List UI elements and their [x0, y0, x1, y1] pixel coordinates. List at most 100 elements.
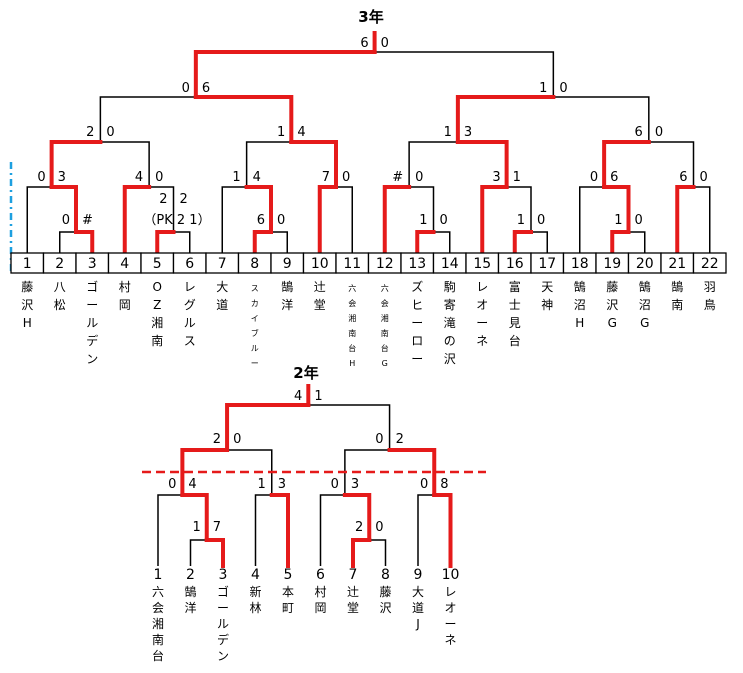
score-right: 0	[537, 213, 545, 228]
team-number: 18	[571, 256, 589, 272]
bracket-branch	[244, 185, 273, 234]
score-left: 7	[322, 170, 330, 185]
score-right: 0	[700, 170, 708, 185]
score-left: 4	[294, 389, 302, 404]
team-name-vertical: 鵠洋	[184, 585, 196, 615]
score-right: 0	[106, 125, 114, 140]
score-left: 0	[62, 213, 70, 228]
team-name-vertical: レオーネ	[444, 585, 456, 647]
team-number: 14	[441, 256, 459, 272]
score-left: 1	[232, 170, 240, 185]
bracket-branch	[245, 141, 292, 187]
bracket-branch	[480, 185, 509, 255]
team-number: 22	[701, 256, 719, 272]
score-left: 1	[444, 125, 452, 140]
team-name-vertical: 新林	[249, 584, 261, 615]
score-right: 0	[277, 213, 285, 228]
bracket-branch	[189, 539, 207, 566]
bracket-branch	[602, 185, 631, 234]
team-name-vertical: 村岡	[119, 280, 131, 312]
bracket-branch	[74, 230, 95, 255]
score-left: 2	[213, 432, 221, 447]
team-name-vertical: 村岡	[314, 585, 326, 615]
team-number: 15	[473, 256, 491, 272]
bracket-branch	[122, 185, 152, 255]
score-left: 1	[517, 213, 525, 228]
score-right: 2	[180, 192, 188, 207]
score-left: 0	[168, 477, 176, 492]
team-number: 5	[284, 567, 293, 583]
score-left: 1	[277, 125, 285, 140]
bracket-branch	[628, 231, 646, 253]
team-name-vertical: 本町	[282, 585, 294, 615]
score-right: 0	[415, 170, 423, 185]
bracket-branch	[512, 230, 533, 255]
team-number: 8	[250, 256, 259, 272]
bracket-branch	[579, 186, 605, 253]
team-name-vertical: ズヒーロー	[411, 279, 423, 366]
score-right: 0	[342, 170, 350, 185]
score-left: 2	[355, 520, 363, 535]
bracket-branch	[342, 493, 372, 542]
score-left: 0	[590, 170, 598, 185]
score-right: 1	[314, 389, 322, 404]
score-left: 1	[419, 213, 427, 228]
score-left: 0	[331, 477, 339, 492]
score-right: 3	[464, 125, 472, 140]
score-right: 4	[188, 477, 196, 492]
team-name-vertical: 八松	[54, 280, 66, 312]
bracket-branch	[221, 186, 247, 253]
bracket-branch	[193, 50, 377, 99]
bracket-branch	[269, 493, 290, 568]
score-left: 4	[135, 170, 143, 185]
team-name-vertical: ゴールデン	[217, 584, 229, 663]
score-left: 1	[257, 477, 265, 492]
team-number: 2	[186, 567, 195, 583]
team-number: 3	[88, 256, 97, 272]
team-number: 4	[251, 567, 260, 583]
score-left: 0	[37, 170, 45, 185]
team-name-vertical: 羽鳥	[704, 280, 716, 312]
bracket-branch	[602, 140, 651, 189]
bracket-branch	[49, 185, 78, 234]
bracket-branch	[173, 231, 191, 253]
team-number: 2	[55, 256, 64, 272]
score-right: 6	[202, 81, 210, 96]
team-number: 10	[442, 567, 460, 583]
bracket-lines	[9, 51, 711, 566]
team-number: 1	[23, 256, 32, 272]
score-right: #	[82, 213, 93, 228]
team-number: 11	[343, 256, 361, 272]
team-name-vertical: 天神	[541, 280, 553, 312]
team-number: 10	[311, 256, 329, 272]
score-right: 4	[253, 170, 261, 185]
bracket-branch	[180, 448, 230, 497]
score-left: 2	[86, 125, 94, 140]
score-left: 1	[192, 520, 200, 535]
score-left: 0	[375, 432, 383, 447]
bracket-branch	[99, 96, 196, 142]
bracket-branch	[204, 538, 225, 568]
team-number: 9	[283, 256, 292, 272]
score-right: 3	[278, 477, 286, 492]
team-number: 1	[154, 567, 163, 583]
team-number-row	[10, 252, 727, 274]
score-right: 3	[58, 170, 66, 185]
team-name-vertical: レグルス	[184, 280, 196, 348]
bracket-branch	[344, 449, 390, 495]
bracket-branch	[317, 185, 338, 255]
bracket-branch	[417, 494, 435, 566]
bracket-branch	[271, 231, 288, 253]
score-left: #	[392, 170, 403, 185]
team-name-vertical: 富士見台	[509, 279, 521, 348]
bracket-branch	[336, 186, 353, 253]
grade3-title: 3年	[358, 8, 383, 26]
score-left: 2	[159, 192, 167, 207]
bracket-branch	[252, 230, 273, 255]
bracket-branch	[455, 95, 556, 144]
bracket-branch	[409, 186, 435, 232]
